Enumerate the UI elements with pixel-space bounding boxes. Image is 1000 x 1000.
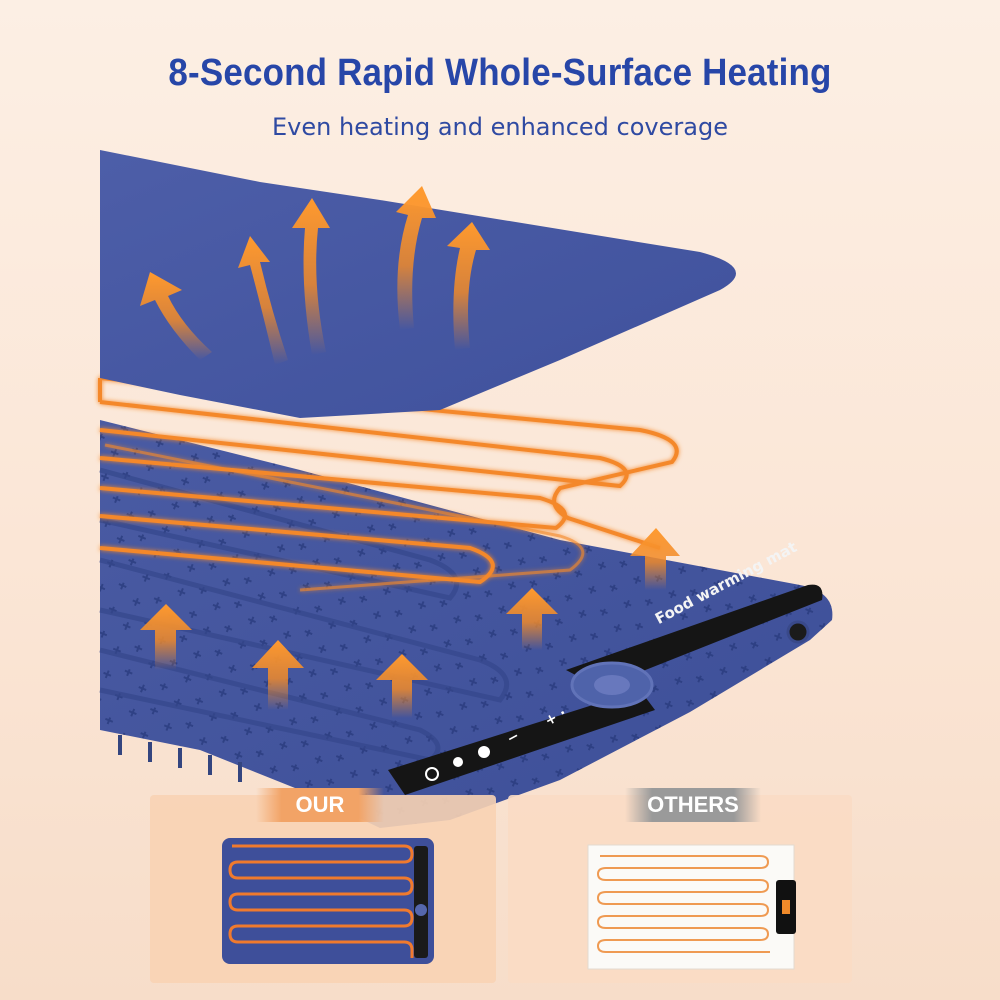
dc-port-icon [786, 620, 810, 644]
heat-arrow-icon [140, 272, 212, 360]
heat-arrow-icon [292, 198, 330, 355]
heat-arrow-icon [376, 654, 428, 718]
heat-arrow-icon [396, 186, 436, 330]
control-panel: + · − [388, 584, 823, 795]
power-icon[interactable] [425, 767, 439, 781]
heat-arrows-upper [140, 186, 490, 365]
top-cover-mat [100, 150, 736, 418]
page-title: 8-Second Rapid Whole-Surface Heating [168, 52, 832, 94]
base-mat: + · − [99, 420, 833, 828]
heat-arrow-icon [252, 640, 304, 710]
heat-arrow-icon [630, 528, 680, 590]
heat-arrow-icon [238, 236, 288, 365]
heat-arrows-lower [140, 528, 680, 718]
comparison-section [150, 795, 852, 983]
others-mat-thumbnail [587, 844, 796, 970]
page-subtitle: Even heating and enhanced coverage [272, 113, 728, 141]
heat-arrow-icon [506, 588, 558, 650]
heat-arrow-icon [447, 222, 490, 350]
mode-icon[interactable] [453, 757, 463, 767]
our-mat-thumbnail [222, 838, 434, 964]
ours-label: OUR [256, 788, 384, 822]
heat-arrow-icon [140, 604, 192, 670]
heating-wire [98, 376, 679, 592]
timer-icon[interactable] [478, 746, 490, 758]
others-label: OTHERS [625, 788, 761, 822]
